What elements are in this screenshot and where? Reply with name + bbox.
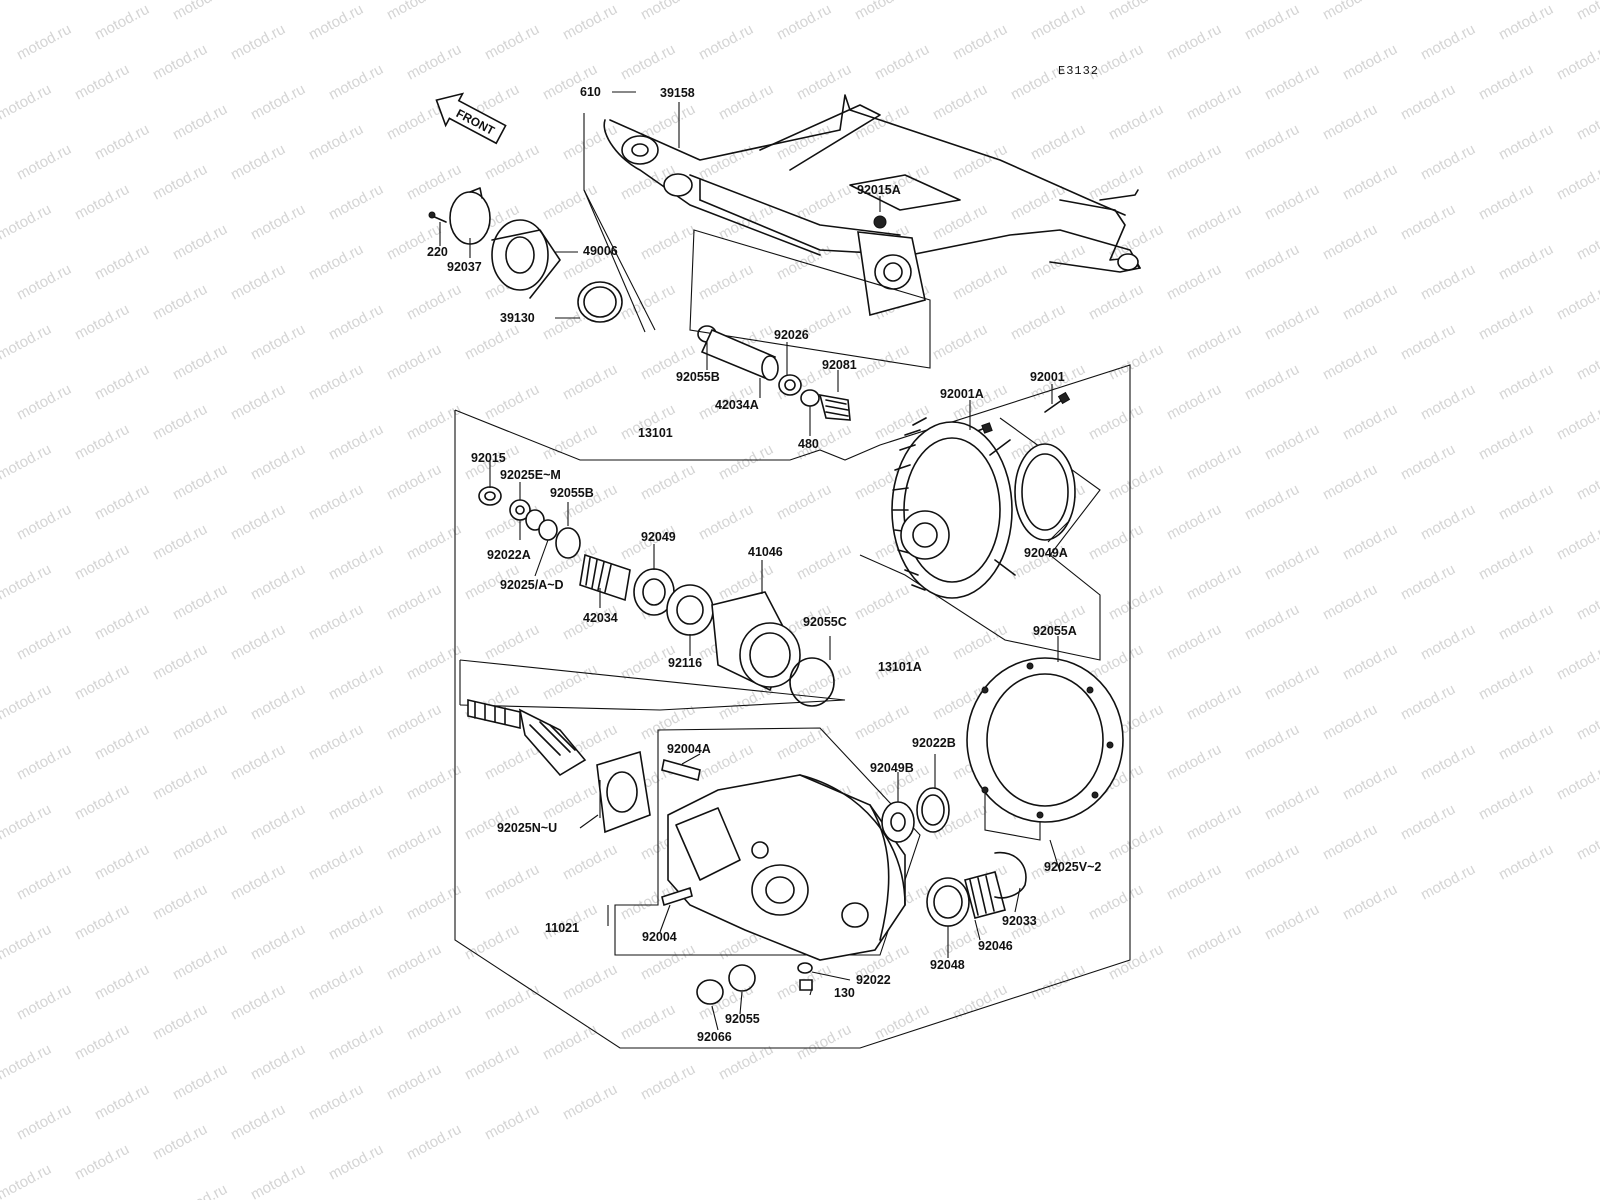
seals-right — [881, 787, 950, 843]
part-label: 92048 — [930, 958, 965, 972]
part-label: 92116 — [668, 656, 703, 670]
part-label: 92049 — [641, 530, 676, 544]
part-label: 92037 — [447, 260, 482, 274]
part-label: 92022B — [912, 736, 956, 750]
part-label: 92015 — [471, 451, 506, 465]
pinion-and-bearings — [579, 553, 714, 636]
part-label: 480 — [798, 437, 819, 451]
part-label: 92025V~2 — [1044, 860, 1102, 874]
part-label: 92049B — [870, 761, 914, 775]
shims-and-spacers — [478, 486, 581, 559]
diagram-code: E3132 — [1058, 64, 1100, 78]
part-label: 41046 — [748, 545, 783, 559]
part-label: 92033 — [1002, 914, 1037, 928]
part-label: 92004A — [667, 742, 711, 756]
part-label: 39130 — [500, 311, 535, 325]
part-label: 92025N~U — [497, 821, 558, 835]
part-label: 13101A — [878, 660, 922, 674]
part-label: 92055B — [676, 370, 720, 384]
part-label: 92001A — [940, 387, 984, 401]
ring-gear — [891, 417, 1076, 599]
leader-lines — [439, 91, 1071, 1031]
part-label: 92046 — [978, 939, 1013, 953]
part-label: 92026 — [774, 328, 809, 342]
part-label: 92004 — [642, 930, 677, 944]
part-label: 610 — [580, 85, 601, 99]
pinion-shaft — [467, 698, 651, 834]
part-label: 130 — [834, 986, 855, 1000]
part-label: 92049A — [1024, 546, 1068, 560]
front-arrow-icon: FRONT — [435, 92, 507, 145]
part-label: 92055C — [803, 615, 847, 629]
part-label: 13101 — [638, 426, 673, 440]
bolts-92001 — [964, 391, 1071, 437]
part-label: 92022A — [487, 548, 531, 562]
part-label: 92022 — [856, 973, 891, 987]
part-label: 92001 — [1030, 370, 1065, 384]
part-label: 92066 — [697, 1030, 732, 1044]
drain-plug-parts — [696, 962, 813, 1005]
part-label: 92055 — [725, 1012, 760, 1026]
part-label: 92025/A~D — [500, 578, 564, 592]
bearing-housing — [711, 591, 835, 707]
part-label: 92081 — [822, 358, 857, 372]
part-label: 92015A — [857, 183, 901, 197]
part-label: 220 — [427, 245, 448, 259]
part-label: 92055A — [1033, 624, 1077, 638]
part-label: 42034A — [715, 398, 759, 412]
gear-case — [661, 758, 906, 961]
drive-shaft-42034A — [697, 325, 851, 421]
part-label: 92055B — [550, 486, 594, 500]
part-label: 39158 — [660, 86, 695, 100]
part-label: 42034 — [583, 611, 618, 625]
part-label: 92025E~M — [500, 468, 561, 482]
part-label: 11021 — [545, 921, 580, 935]
part-label: 49006 — [583, 244, 618, 258]
output-bearings — [926, 851, 1027, 927]
boot-and-clamp — [428, 187, 623, 323]
cover-gasket — [966, 657, 1124, 823]
swing-arm — [603, 94, 1141, 317]
